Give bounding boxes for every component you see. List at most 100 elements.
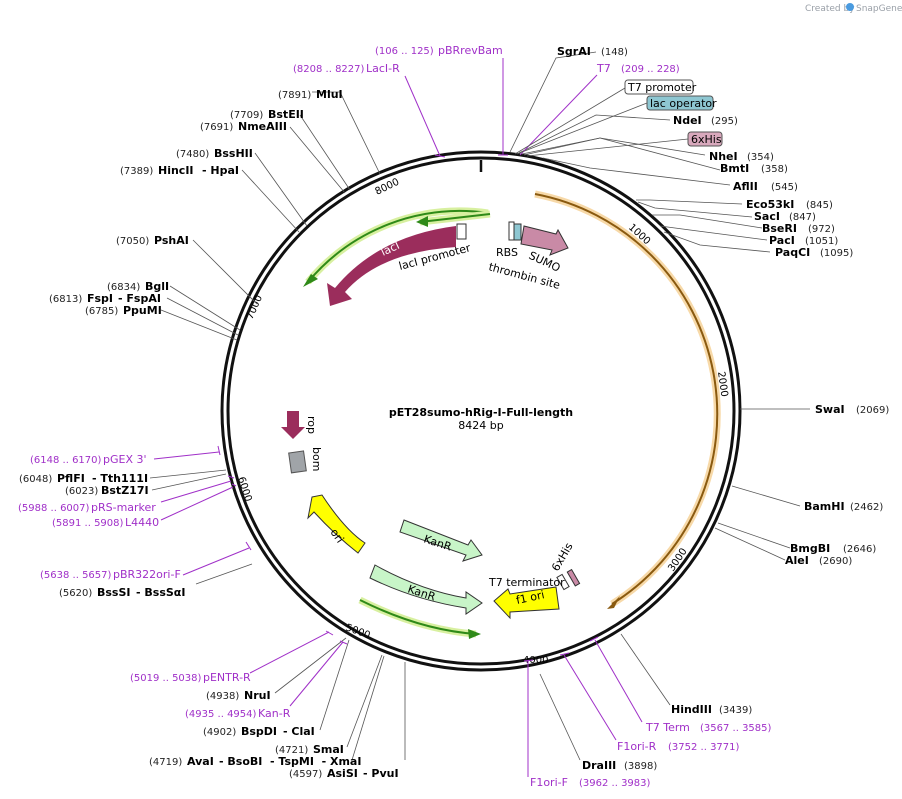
t7-terminator-feature[interactable] (556, 573, 570, 591)
enzyme-tth111i[interactable]: - Tth111I (92, 472, 148, 485)
enzyme-bsshii[interactable]: BssHII (214, 147, 253, 160)
enzyme-hindiii-pos: (3439) (719, 705, 752, 716)
laci-feature[interactable] (327, 226, 456, 306)
enzyme-mlui[interactable]: MluI (316, 88, 343, 101)
kanr-feature-1[interactable] (399, 519, 483, 562)
plasmid-length: 8424 bp (458, 419, 503, 432)
enzyme-pflfi-pos: (6048) (19, 474, 52, 485)
enzyme-hpai[interactable]: - HpaI (202, 164, 239, 177)
enzyme-sgrai[interactable]: SgrAI (557, 45, 591, 58)
enzyme-nmeaiii[interactable]: NmeAIII (238, 120, 287, 133)
enzyme-nrui[interactable]: NruI (244, 689, 271, 702)
primer-kan-r[interactable]: Kan-R (258, 707, 291, 720)
enzyme-pflfi[interactable]: PflFI (57, 472, 85, 485)
enzyme-avai-pos: (4719) (149, 757, 182, 768)
enzyme-saci[interactable]: SacI (754, 210, 780, 223)
sumo-feature[interactable] (520, 225, 569, 256)
enzyme-pshai-pos: (7050) (116, 236, 149, 247)
enzyme-fspai[interactable]: - FspAI (118, 292, 161, 305)
primer-pgex3[interactable]: pGEX 3' (103, 453, 147, 466)
enzyme-hincii-pos: (7389) (120, 166, 153, 177)
enzyme-bstz17i[interactable]: BstZ17I (101, 484, 149, 497)
primer-t7[interactable]: T7 (596, 62, 611, 75)
lac-operator-label[interactable]: lac operator (650, 97, 717, 110)
primer-pbr322ori-f-pos: (5638 .. 5657) (40, 570, 112, 581)
enzyme-mlui-pos: (7891) (278, 90, 311, 101)
kanr-feature-2[interactable] (369, 564, 483, 615)
enzyme-bsssai[interactable]: - BssSαI (136, 586, 185, 599)
enzyme-bmti[interactable]: BmtI (720, 162, 749, 175)
bom-feature[interactable] (288, 450, 307, 474)
enzyme-swai[interactable]: SwaI (815, 403, 845, 416)
enzyme-nhei[interactable]: NheI (709, 150, 738, 163)
primer-f1ori-f[interactable]: F1ori-F (530, 776, 568, 789)
enzyme-clai[interactable]: - ClaI (283, 725, 315, 738)
credit-text: Created by (805, 4, 855, 14)
enzyme-bamhi[interactable]: BamHI (804, 500, 845, 513)
enzyme-saci-pos: (847) (789, 212, 816, 223)
rbs-feature[interactable] (508, 221, 515, 241)
primer-t7-term[interactable]: T7 Term (645, 721, 690, 734)
enzyme-hincii[interactable]: HincII (158, 164, 194, 177)
enzyme-pshai[interactable]: PshAI (154, 234, 189, 247)
primer-l4440-pos: (5891 .. 5908) (52, 518, 124, 529)
orf-arc-2 (359, 599, 477, 635)
enzyme-fspi[interactable]: FspI (87, 292, 113, 305)
enzyme-paqci[interactable]: PaqCI (775, 246, 810, 259)
tick-2000: 2000 (715, 371, 729, 398)
enzyme-eco53ki[interactable]: Eco53kI (746, 198, 794, 211)
enzyme-alei-pos: (2690) (819, 556, 852, 567)
kanr-label-1: KanR (422, 532, 453, 553)
enzyme-nhei-pos: (354) (747, 152, 774, 163)
orf-arc-2-head (468, 629, 481, 639)
enzyme-paci[interactable]: PacI (769, 234, 795, 247)
primer-pbrrevbam[interactable]: pBRrevBam (438, 44, 503, 57)
orf-arc-orange-head (607, 596, 620, 609)
leader-lines (149, 51, 810, 761)
rop-feature[interactable] (281, 411, 305, 439)
primer-pentr-r[interactable]: pENTR-R (203, 671, 251, 684)
laci-promoter-feature[interactable] (456, 223, 467, 240)
enzyme-aflii[interactable]: AflII (733, 180, 758, 193)
his6-feature[interactable] (566, 568, 581, 587)
enzyme-asisi[interactable]: AsiSI (327, 767, 358, 780)
enzyme-paqci-pos: (1095) (820, 248, 853, 259)
enzyme-avai-alts[interactable]: - BsoBI - TspMI - XmaI (219, 755, 361, 768)
primer-pentr-r-pos: (5019 .. 5038) (130, 673, 202, 684)
enzyme-ndei[interactable]: NdeI (673, 114, 702, 127)
plasmid-name: pET28sumo-hRig-I-Full-length (389, 406, 573, 419)
enzyme-alei[interactable]: AleI (785, 554, 809, 567)
enzyme-bmti-pos: (358) (761, 164, 788, 175)
enzyme-aflii-pos: (545) (771, 182, 798, 193)
enzyme-bspdi[interactable]: BspDI (241, 725, 277, 738)
f1-ori-feature[interactable] (493, 586, 560, 620)
enzyme-bseri[interactable]: BseRI (762, 222, 797, 235)
primer-pbr322ori-f[interactable]: pBR322ori-F (113, 568, 181, 581)
primer-prs-marker[interactable]: pRS-marker (91, 501, 156, 514)
primer-laci-r-pos: (8208 .. 8227) (293, 64, 365, 75)
enzyme-bgli[interactable]: BglI (145, 280, 169, 293)
enzyme-pvui[interactable]: - PvuI (363, 767, 399, 780)
enzyme-ppumi[interactable]: PpuMI (123, 304, 162, 317)
enzyme-bsssi[interactable]: BssSI (97, 586, 131, 599)
enzyme-draiii[interactable]: DraIII (582, 759, 616, 772)
enzyme-bspdi-pos: (4902) (203, 727, 236, 738)
primer-f1ori-r[interactable]: F1ori-R (617, 740, 657, 753)
primer-laci-r[interactable]: LacI-R (366, 62, 400, 75)
primer-pgex3-pos: (6148 .. 6170) (30, 455, 102, 466)
his-tag-label[interactable]: 6xHis (691, 133, 722, 146)
box-leaders (514, 87, 689, 157)
t7-promoter-label[interactable]: T7 promoter (627, 81, 697, 94)
primer-l4440[interactable]: L4440 (125, 516, 159, 529)
enzyme-bmgbi[interactable]: BmgBI (790, 542, 830, 555)
ori-feature[interactable] (307, 494, 366, 554)
enzyme-bsteii[interactable]: BstEII (268, 108, 304, 121)
enzyme-avai[interactable]: AvaI (187, 755, 214, 768)
enzyme-smai[interactable]: SmaI (313, 743, 344, 756)
enzyme-nrui-pos: (4938) (206, 691, 239, 702)
enzyme-asisi-pos: (4597) (289, 769, 322, 780)
his-mini-feature[interactable] (513, 223, 522, 241)
enzyme-bsshii-pos: (7480) (176, 149, 209, 160)
brand-text: SnapGene (856, 4, 902, 14)
enzyme-hindiii[interactable]: HindIII (671, 703, 712, 716)
